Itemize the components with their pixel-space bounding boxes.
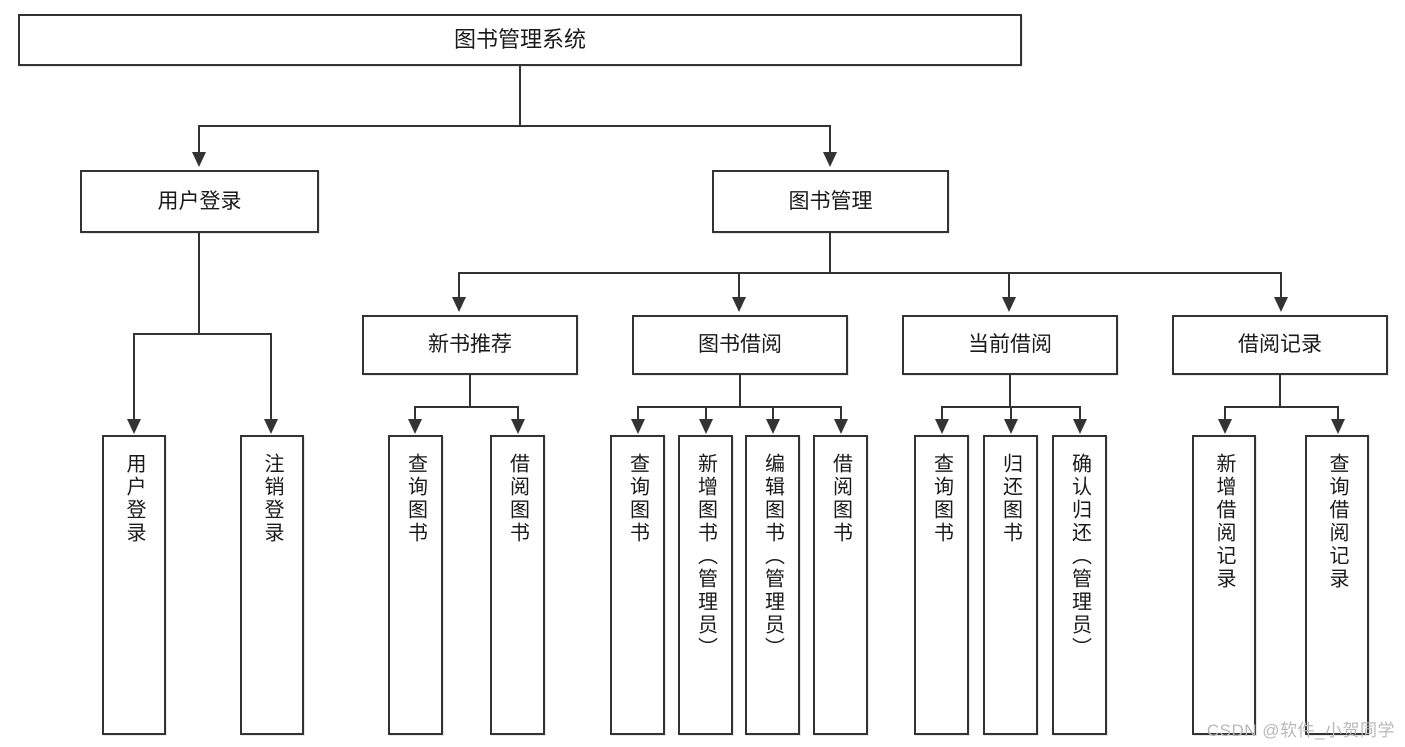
arrowhead-user-login [192,152,206,167]
connector-br-child-1 [1224,406,1226,421]
connector-bb-child-4 [840,406,842,421]
connector-root-to-book-manage [829,125,831,154]
leaf-nb-query-book[interactable]: 查询图书 [388,435,443,735]
node-borrow-record[interactable]: 借阅记录 [1172,315,1388,375]
connector-to-new-book [458,272,460,299]
node-label: 借阅图书 [829,453,852,545]
connector-user-login-child-1 [133,333,135,421]
connector-user-login-stem [198,233,200,334]
arrowhead-bb-query-book [631,419,645,434]
arrowhead-new-book [452,297,466,312]
leaf-bb-query-book[interactable]: 查询图书 [610,435,665,735]
node-label: 查询图书 [626,453,649,545]
arrowhead-cb-confirm-return [1073,419,1087,434]
node-label: 图书借阅 [698,333,782,357]
node-label: 图书管理系统 [453,26,586,52]
node-current-borrow[interactable]: 当前借阅 [902,315,1118,375]
connector-bb-child-3 [772,406,774,421]
arrowhead-br-query-record [1331,419,1345,434]
leaf-nb-borrow-book[interactable]: 借阅图书 [490,435,545,735]
node-label: 借阅图书 [506,453,529,545]
node-user-login[interactable]: 用户登录 [80,170,319,233]
connector-bb-child-1 [637,406,639,421]
connector-borrow-record-bus [1224,406,1339,408]
connector-root-to-user-login [198,125,200,154]
node-label: 新书推荐 [428,333,512,357]
leaf-bb-borrow-book[interactable]: 借阅图书 [813,435,868,735]
node-label: 图书管理 [788,189,873,213]
node-label: 编辑图书（管理员） [761,453,784,660]
leaf-logout[interactable]: 注销登录 [240,435,304,735]
connector-to-borrow-book [738,272,740,299]
leaf-cb-query-book[interactable]: 查询图书 [914,435,969,735]
node-label: 新增图书（管理员） [694,453,717,660]
arrowhead-bb-add-book [699,419,713,434]
arrowhead-borrow-record [1274,297,1288,312]
connector-root-bus [198,125,831,127]
arrowhead-borrow-book [732,297,746,312]
leaf-cb-return-book[interactable]: 归还图书 [983,435,1038,735]
arrowhead-book-manage [823,152,837,167]
arrowhead-cb-return-book [1004,419,1018,434]
connector-root-stem [519,66,521,126]
leaf-br-query-record[interactable]: 查询借阅记录 [1305,435,1369,735]
arrowhead-cb-query-book [935,419,949,434]
node-label: 注销登录 [261,453,283,545]
node-label: 查询图书 [930,453,953,545]
arrowhead-bb-borrow-book [834,419,848,434]
connector-bb-child-2 [705,406,707,421]
connector-new-book-stem [469,375,471,407]
node-label: 新增借阅记录 [1213,453,1235,591]
node-label: 用户登录 [123,453,145,545]
arrowhead-nb-borrow-book [511,419,525,434]
leaf-br-add-record[interactable]: 新增借阅记录 [1192,435,1256,735]
node-label: 查询图书 [404,453,427,545]
connector-user-login-child-2 [270,333,272,421]
node-label: 当前借阅 [968,333,1052,357]
leaf-user-login[interactable]: 用户登录 [102,435,166,735]
connector-borrow-book-stem [739,375,741,407]
connector-new-book-bus [414,406,519,408]
connector-cb-child-3 [1079,406,1081,421]
node-label: 查询借阅记录 [1326,453,1348,591]
node-label: 确认归还（管理员） [1068,453,1091,660]
connector-borrow-book-bus [637,406,841,408]
connector-cb-child-2 [1010,406,1012,421]
node-new-book-recommend[interactable]: 新书推荐 [362,315,578,375]
arrowhead-br-add-record [1218,419,1232,434]
connector-to-borrow-record [1280,272,1282,299]
node-label: 归还图书 [999,453,1022,545]
node-book-borrow[interactable]: 图书借阅 [632,315,848,375]
connector-borrow-record-stem [1279,375,1281,407]
csdn-watermark: CSDN @软件_小贺同学 [1206,721,1395,740]
node-label: 用户登录 [157,189,242,213]
arrowhead-leaf-logout [264,419,278,434]
connector-to-current-borrow [1008,272,1010,299]
connector-book-manage-stem [829,233,831,273]
connector-br-child-2 [1337,406,1339,421]
connector-new-book-child-1 [414,406,416,421]
connector-new-book-child-2 [517,406,519,421]
leaf-cb-confirm-return[interactable]: 确认归还（管理员） [1052,435,1107,735]
leaf-bb-edit-book[interactable]: 编辑图书（管理员） [745,435,800,735]
connector-level3-bus [458,272,1282,274]
connector-user-login-bus [133,333,272,335]
arrowhead-leaf-user-login [127,419,141,434]
arrowhead-nb-query-book [408,419,422,434]
node-label: 借阅记录 [1238,333,1322,357]
connector-current-borrow-stem [1009,375,1011,407]
node-book-management[interactable]: 图书管理 [712,170,949,233]
node-root-system[interactable]: 图书管理系统 [18,14,1022,66]
leaf-bb-add-book[interactable]: 新增图书（管理员） [678,435,733,735]
arrowhead-current-borrow [1002,297,1016,312]
arrowhead-bb-edit-book [766,419,780,434]
connector-cb-child-1 [941,406,943,421]
